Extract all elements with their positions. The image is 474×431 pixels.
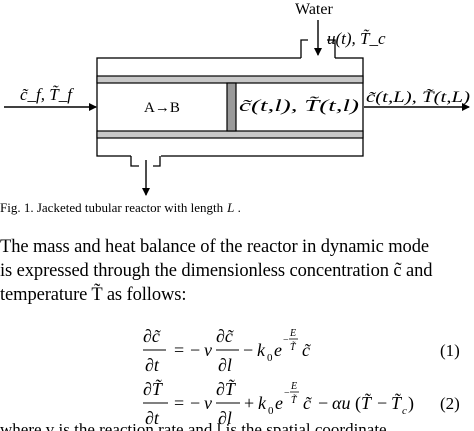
svg-text:E: E xyxy=(290,381,297,392)
svg-text:c: c xyxy=(402,405,407,417)
svg-text:v: v xyxy=(204,393,212,413)
svg-text:T̃: T̃ xyxy=(361,393,373,413)
body-text-line-2: is expressed through the dimensionless c… xyxy=(0,261,433,281)
svg-text:(: ( xyxy=(355,393,361,414)
svg-text:=: = xyxy=(174,340,184,360)
svg-text:∂l: ∂l xyxy=(218,408,232,428)
element-label: c̃(t,l), T̃(t,l) xyxy=(239,96,360,115)
svg-text:+: + xyxy=(244,393,254,413)
differential-element xyxy=(226,82,237,132)
svg-text:k: k xyxy=(258,393,267,413)
jacket-input-label: u(t), T̃_c xyxy=(327,29,386,48)
svg-text:e: e xyxy=(274,340,282,360)
figure-caption: Fig. 1. Jacketed tubular reactor with le… xyxy=(0,200,241,216)
svg-text:c̃: c̃ xyxy=(303,393,313,413)
svg-text:k: k xyxy=(257,340,266,360)
svg-text:T̃: T̃ xyxy=(291,393,298,406)
svg-text:e: e xyxy=(275,393,283,413)
reaction-label: A→B xyxy=(144,100,180,116)
body-text-line-1: The mass and heat balance of the reactor… xyxy=(0,237,429,257)
equation-2-number: (2) xyxy=(440,394,460,413)
svg-text:−: − xyxy=(318,393,328,413)
svg-text:v: v xyxy=(204,340,212,360)
svg-text:−: − xyxy=(243,340,253,360)
svg-text:∂l: ∂l xyxy=(218,355,232,375)
svg-text:∂c̃: ∂c̃ xyxy=(216,326,235,346)
svg-text:∂T̃: ∂T̃ xyxy=(143,379,164,399)
svg-text:=: = xyxy=(174,393,184,413)
body-text-line-3: temperature T̃ as follows: xyxy=(0,285,187,305)
outlet-label: c̃(t,L), T̃(t,L) xyxy=(366,88,470,106)
caption-text: Fig. 1. Jacketed tubular reactor with le… xyxy=(0,200,224,215)
caption-end: . xyxy=(237,200,241,215)
svg-text:T̃: T̃ xyxy=(290,340,297,353)
tube-wall-top xyxy=(96,75,364,84)
svg-text:−: − xyxy=(190,340,200,360)
svg-text:): ) xyxy=(408,393,414,414)
tube-wall-bottom xyxy=(96,130,364,139)
svg-text:αu: αu xyxy=(332,393,350,413)
svg-text:0: 0 xyxy=(267,352,273,364)
svg-text:−: − xyxy=(283,335,289,346)
inlet-label: c̃_f, T̃_f xyxy=(20,85,74,104)
svg-text:−: − xyxy=(284,388,290,399)
svg-text:∂T̃: ∂T̃ xyxy=(216,379,237,399)
svg-text:c̃: c̃ xyxy=(302,340,312,360)
svg-text:−: − xyxy=(377,393,387,413)
caption-symbol: L xyxy=(227,200,235,215)
svg-text:∂c̃: ∂c̃ xyxy=(143,326,162,346)
svg-text:−: − xyxy=(190,393,200,413)
body-text-trailing: where v is the reaction rate and l is th… xyxy=(0,420,387,431)
svg-text:T̃: T̃ xyxy=(391,393,403,413)
svg-text:∂t: ∂t xyxy=(145,408,160,428)
equation-1-number: (1) xyxy=(440,341,460,360)
svg-text:E: E xyxy=(289,328,296,339)
equation-2: ∂T̃ ∂t = − v ∂T̃ ∂l + k 0 e − E T̃ c̃ − … xyxy=(143,379,414,428)
svg-text:∂t: ∂t xyxy=(145,355,160,375)
svg-text:0: 0 xyxy=(268,405,274,417)
equation-1: ∂c̃ ∂t = − v ∂c̃ ∂l − k 0 e − E T̃ c̃ xyxy=(143,326,312,375)
water-label: Water xyxy=(295,1,333,18)
